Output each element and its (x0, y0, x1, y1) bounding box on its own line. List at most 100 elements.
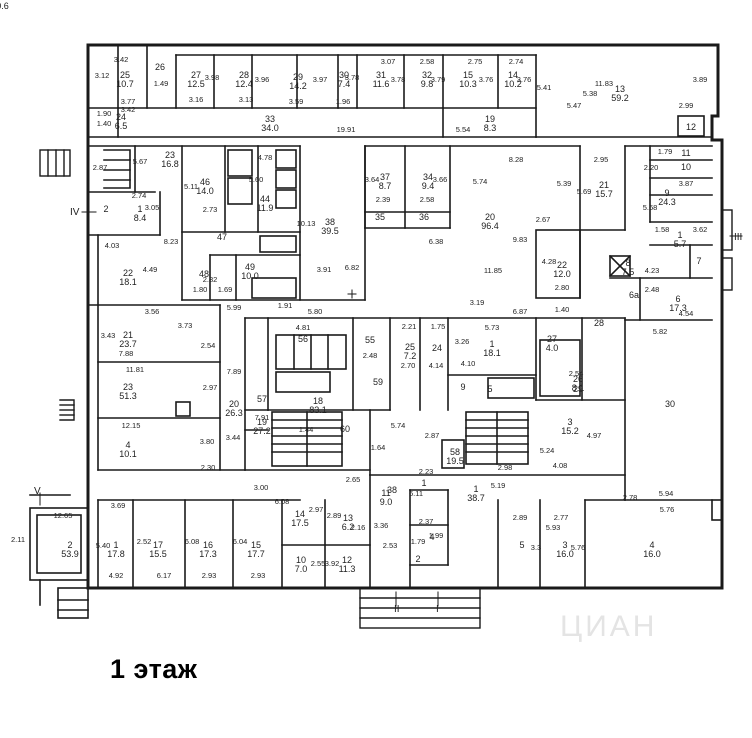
room-dimension: 2.48 (645, 285, 660, 294)
room-number: 22 (557, 260, 567, 270)
room-number: 2 (103, 204, 108, 214)
room-dimension: 5.76 (571, 543, 586, 552)
room-number: 58 (450, 447, 460, 457)
room-area: 6.5 (115, 121, 128, 131)
room-dimension: 2.23 (419, 467, 434, 476)
room-number: 34 (423, 172, 433, 182)
room-number: 23 (165, 150, 175, 160)
axis-label-i: I (436, 604, 439, 615)
room-number: 26 (155, 62, 165, 72)
room-number: 1 (113, 540, 118, 550)
room-dimension: 3.62 (693, 225, 708, 234)
room-dimension: 2.73 (203, 205, 218, 214)
room-dimension: 3.96 (255, 75, 270, 84)
room-number: 4 (649, 540, 654, 550)
room-number: 30 (339, 70, 349, 80)
room-dimension: 9.83 (513, 235, 528, 244)
room-dimension: 6.87 (513, 307, 528, 316)
room-dimension: 1.44 (299, 425, 314, 434)
room-area: 9.4 (422, 181, 435, 191)
room-dimension: 2.89 (513, 513, 528, 522)
room-dimension: 2.93 (202, 571, 217, 580)
room-dimension: 2.65 (346, 475, 361, 484)
room-dimension: 4.92 (109, 571, 124, 580)
room-dimension: 1.79 (411, 537, 426, 546)
room-dimension: 2.11 (11, 535, 25, 544)
room-dimension: 1.90 (97, 109, 112, 118)
room-dimension: 2.54 (569, 369, 584, 378)
room-dimension: 12.15 (122, 421, 141, 430)
room-dimension: 3.07 (381, 57, 396, 66)
room-dimension: 3.97 (313, 75, 328, 84)
room-area: 18.1 (483, 348, 501, 358)
room-dimension: 3.76 (479, 75, 494, 84)
room-number: 55 (365, 335, 375, 345)
room-area: 59.2 (611, 93, 629, 103)
room-number: 10 (681, 162, 691, 172)
room-number: 60 (340, 424, 350, 434)
room-dimension: 1.49 (154, 79, 169, 88)
room-number: 9 (664, 188, 669, 198)
room-dimension: 2.58 (420, 195, 435, 204)
room-area: 8.4 (134, 213, 147, 223)
room-number: 6a (629, 290, 639, 300)
room-dimension: 3.16 (189, 95, 204, 104)
room-dimension: 5.60 (249, 175, 264, 184)
axis-label-iv: IV (70, 207, 80, 218)
room-number: 25 (405, 342, 415, 352)
room-dimension: 3.98 (205, 73, 220, 82)
room-dimension: 2.70 (401, 361, 416, 370)
room-area: 8.7 (379, 181, 392, 191)
room-number: 28 (239, 70, 249, 80)
room-dimension: 4.14 (429, 361, 444, 370)
room-dimension: 2.20 (644, 163, 659, 172)
room-dimension: 1.58 (655, 225, 670, 234)
room-dimension: 2.55 (311, 559, 326, 568)
room-dimension: 5.19 (491, 481, 506, 490)
room-dimension: 4.81 (296, 323, 311, 332)
room-number: 1 (489, 339, 494, 349)
room-area: 15.7 (595, 189, 613, 199)
room-dimension: 3.56 (145, 307, 160, 316)
room-dimension: 2.21 (402, 322, 417, 331)
room-dimension: 1.91 (278, 301, 293, 310)
room-dimension: 5.11 (184, 182, 198, 191)
room-dimension: 2.16 (351, 523, 366, 532)
room-dimension: 2.58 (420, 57, 435, 66)
room-dimension: 5.40 (96, 541, 111, 550)
room-dimension: 5.74 (391, 421, 406, 430)
room-dimension: 5.80 (308, 307, 323, 316)
room-number: 22 (123, 268, 133, 278)
room-number: 12 (686, 122, 696, 132)
room-dimension: 2.80 (555, 283, 570, 292)
room-area: 12.5 (187, 79, 205, 89)
room-dimension: 2.67 (536, 215, 551, 224)
room-area: 19.5 (446, 456, 464, 466)
room-number: 5 (487, 384, 492, 394)
room-dimension: 1.75 (431, 322, 446, 331)
room-dimension: 4.54 (679, 309, 694, 318)
axis-label-v: V (34, 486, 41, 497)
room-dimension: 5.74 (473, 177, 488, 186)
room-area: 10.3 (459, 79, 477, 89)
room-number: 15 (463, 70, 473, 80)
bottom-row-partitions (29, 474, 723, 619)
room-area: 9.0 (380, 497, 393, 507)
central-core-partitions (244, 317, 713, 501)
room-number: 1 (137, 204, 142, 214)
room-area: 6.2 (342, 522, 355, 532)
room-area: 14.2 (289, 81, 307, 91)
room-area: 24.3 (658, 197, 676, 207)
room-dimension: 2.97 (203, 383, 218, 392)
room-number: 7 (696, 256, 701, 266)
room-area: 51.3 (119, 391, 137, 401)
room-dimension: 3.05 (145, 203, 160, 212)
room-number: 29 (293, 72, 303, 82)
room-area: 7.2 (404, 351, 417, 361)
room-number: 2 (67, 540, 72, 550)
room-number: 11 (381, 488, 390, 498)
room-number: 12 (342, 555, 352, 565)
room-area: 17.3 (199, 549, 217, 559)
room-number: 20 (229, 399, 239, 409)
